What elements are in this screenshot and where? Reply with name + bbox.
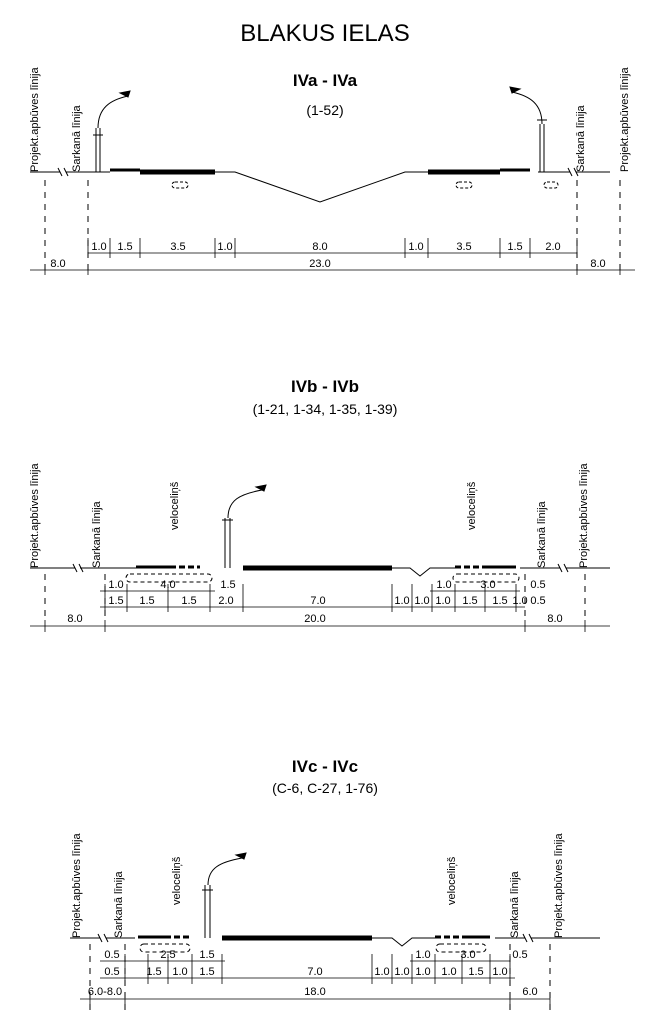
dim-value: 0.5	[530, 579, 545, 591]
red-line-label-right: Sarkanā līnija	[536, 500, 548, 568]
utility-ducts	[171, 181, 559, 189]
dim-value: 1.5	[108, 595, 123, 607]
dim-value: 1.5	[492, 595, 507, 607]
building-line-label-left: Projekt.apbūves līnija	[29, 463, 41, 568]
building-line-label-left: Projekt.apbūves līnija	[29, 67, 41, 172]
dimension-lines	[30, 584, 610, 632]
dim-value: 1.0	[217, 241, 232, 253]
dim-value: 1.0	[408, 241, 423, 253]
dim-value: 1.5	[181, 595, 196, 607]
dim-value: 2.5	[160, 949, 175, 961]
pavement-layers	[136, 565, 516, 571]
dim-value: 1.5	[507, 241, 522, 253]
dim-value: 2.0	[218, 595, 233, 607]
dim-value: 1.0	[108, 579, 123, 591]
bike-path-label-right: veloceliņš	[446, 856, 458, 905]
dim-total-mid: 18.0	[304, 986, 325, 998]
dim-value: 1.5	[462, 595, 477, 607]
dim-total-mid: 23.0	[309, 258, 330, 270]
dim-value: 2.0	[545, 241, 560, 253]
dim-value: 4.0	[160, 579, 175, 591]
red-line-label-left: Sarkanā līnija	[91, 500, 103, 568]
dim-value: 0.5	[530, 595, 545, 607]
dim-total-left: 6.0-8.0	[88, 986, 122, 998]
dim-value: 3.0	[460, 949, 475, 961]
utility-ducts	[125, 573, 520, 583]
dim-total-left: 8.0	[67, 613, 82, 625]
dim-value: 1.5	[146, 966, 161, 978]
building-line-label-left: Projekt.apbūves līnija	[71, 833, 83, 938]
building-line-label-right: Projekt.apbūves līnija	[578, 463, 590, 568]
section-title: IVc - IVc	[292, 757, 358, 776]
dim-value: 1.0	[415, 949, 430, 961]
utility-ducts	[139, 943, 487, 953]
dimension-lines	[30, 238, 635, 275]
ground-profile	[30, 167, 621, 275]
dim-total-right: 6.0	[522, 986, 537, 998]
red-line-label-left: Sarkanā līnija	[71, 104, 83, 172]
cross-section-ivc: IVc - IVc (C-6, C-27, 1-76) Projekt.apbū…	[70, 757, 600, 1012]
street-lamp-icon	[222, 484, 267, 568]
dim-value: 1.0	[414, 595, 429, 607]
dim-value: 1.5	[199, 966, 214, 978]
dim-total-mid: 20.0	[304, 613, 325, 625]
dim-value: 1.0	[172, 966, 187, 978]
bike-path-label-left: veloceliņš	[169, 481, 181, 530]
section-subtitle: (C-6, C-27, 1-76)	[272, 780, 378, 796]
dimension-values: 0.5 2.5 1.5 1.0 3.0 0.5 0.5 1.5 1.0 1.5 …	[88, 949, 538, 998]
dim-total-right: 8.0	[547, 613, 562, 625]
dim-value: 1.0	[415, 966, 430, 978]
dimension-values: 1.0 1.5 3.5 1.0 8.0 1.0 3.5 1.5 2.0 8.0 …	[50, 241, 605, 270]
dim-value: 1.5	[117, 241, 132, 253]
dim-value: 1.5	[139, 595, 154, 607]
building-line-label-right: Projekt.apbūves līnija	[619, 67, 631, 172]
dimension-values: 1.0 4.0 1.5 1.0 3.0 0.5 1.5 1.5 1.5 2.0 …	[67, 579, 562, 625]
dim-value: 1.0	[435, 595, 450, 607]
section-subtitle: (1-52)	[306, 102, 343, 118]
cross-section-ivb: IVb - IVb (1-21, 1-34, 1-35, 1-39) Proje…	[29, 377, 610, 632]
pavement-layers	[138, 935, 490, 941]
ground-profile	[70, 933, 600, 1012]
dim-value: 1.0	[492, 966, 507, 978]
dim-value: 8.0	[312, 241, 327, 253]
dim-value: 3.0	[480, 579, 495, 591]
section-title: IVa - IVa	[293, 71, 358, 90]
street-lamp-icon	[202, 852, 247, 938]
dim-value: 1.5	[468, 966, 483, 978]
dim-total-left: 8.0	[50, 258, 65, 270]
street-lamp-right-icon	[509, 86, 547, 172]
dim-value: 7.0	[307, 966, 322, 978]
bike-path-label-left: veloceliņš	[171, 856, 183, 905]
dim-value: 1.0	[512, 595, 527, 607]
dim-value: 1.0	[441, 966, 456, 978]
section-subtitle: (1-21, 1-34, 1-35, 1-39)	[253, 401, 398, 417]
dim-value: 0.5	[512, 949, 527, 961]
building-line-label-right: Projekt.apbūves līnija	[553, 833, 565, 938]
red-line-label-right: Sarkanā līnija	[509, 870, 521, 938]
dim-value: 1.0	[374, 966, 389, 978]
dim-total-right: 8.0	[590, 258, 605, 270]
dim-value: 0.5	[104, 949, 119, 961]
street-lamp-left-icon	[93, 90, 131, 172]
red-line-label-right: Sarkanā līnija	[575, 104, 587, 172]
dim-value: 1.0	[91, 241, 106, 253]
dim-value: 1.0	[394, 595, 409, 607]
bike-path-label-right: veloceliņš	[466, 481, 478, 530]
red-line-label-left: Sarkanā līnija	[113, 870, 125, 938]
cross-section-iva: IVa - IVa (1-52) Projekt.apbūves līnija …	[29, 67, 635, 275]
pavement-layers	[110, 168, 530, 175]
dim-value: 7.0	[310, 595, 325, 607]
dim-value: 3.5	[170, 241, 185, 253]
section-title: IVb - IVb	[291, 377, 359, 396]
dim-value: 1.0	[436, 579, 451, 591]
dimension-lines	[80, 954, 551, 1005]
dim-value: 3.5	[456, 241, 471, 253]
page-title: BLAKUS IELAS	[240, 20, 410, 47]
dim-value: 0.5	[104, 966, 119, 978]
dim-value: 1.5	[199, 949, 214, 961]
dim-value: 1.0	[394, 966, 409, 978]
dim-value: 1.5	[220, 579, 235, 591]
